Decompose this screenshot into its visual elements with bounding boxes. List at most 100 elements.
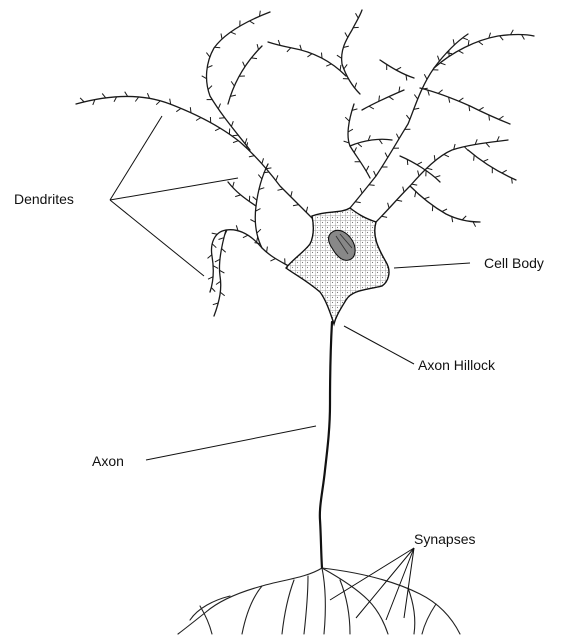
dendrite-spine <box>418 171 419 177</box>
dendrite-spine <box>355 202 361 203</box>
cell-body-label: Cell Body <box>484 255 544 271</box>
dendrite-spine <box>307 54 312 57</box>
dendrite-spine <box>389 97 394 100</box>
dendrite-branch <box>410 186 480 222</box>
dendrite-spine <box>424 74 427 79</box>
dendrite-spine <box>216 281 221 284</box>
dendrite-spine <box>258 175 262 179</box>
dendrite-spine <box>208 86 212 90</box>
dendrite-spine <box>463 38 468 40</box>
dendrite-spine <box>212 233 218 234</box>
dendrite-spine <box>522 35 525 40</box>
dendrite-spine <box>397 200 403 201</box>
dendrite-spine <box>369 106 374 109</box>
dendrite-spine <box>407 159 408 165</box>
dendrite-spine <box>388 203 390 208</box>
cell-body-leader <box>394 263 470 268</box>
dendrite-spine <box>478 42 483 45</box>
dendrite-spine <box>215 47 221 48</box>
dendrite-spine <box>211 288 215 292</box>
synapses-leader-3 <box>386 548 414 620</box>
dendrite-spine <box>417 162 422 165</box>
dendrite-spine <box>287 48 291 52</box>
dendrite-branch <box>342 10 362 94</box>
dendrite-spine <box>231 32 236 34</box>
dendrite-spine <box>483 159 488 161</box>
dendrite-spine <box>221 34 222 40</box>
dendrite-spine <box>424 197 429 199</box>
dendrites-leader-3 <box>110 200 204 276</box>
dendrite-spine <box>453 39 454 45</box>
dendrite-spine <box>438 56 440 61</box>
dendrite-spine <box>369 185 375 186</box>
dendrites-leader-2 <box>110 178 238 200</box>
dendrite-spine <box>374 171 376 176</box>
dendrite-spine <box>196 118 201 121</box>
dendrite-branch <box>255 164 292 268</box>
dendrite-branch <box>268 42 346 76</box>
axon-hillock-label: Axon Hillock <box>418 357 496 373</box>
dendrite-spine <box>434 155 435 161</box>
axon-line <box>320 322 332 568</box>
dendrite-spine <box>206 53 210 58</box>
dendrite-spine <box>135 97 138 102</box>
dendrite-spine <box>385 153 388 158</box>
dendrite-spine <box>358 143 362 147</box>
dendrite-spine <box>340 65 341 71</box>
dendrite-spine <box>406 115 409 120</box>
dendrite-spine <box>218 104 220 109</box>
dendrite-branch <box>228 182 256 206</box>
dendrite-spine <box>190 107 191 113</box>
dendrite-spine <box>212 244 216 248</box>
dendrite-spine <box>459 98 464 101</box>
dendrite-spine <box>512 178 513 184</box>
dendrite-spine <box>102 94 106 98</box>
dendrite-spine <box>438 90 442 94</box>
dendrite-branch <box>420 88 510 124</box>
dendrite-spine <box>415 192 416 198</box>
dendrite-spine <box>382 216 388 217</box>
dendrite-spine <box>222 249 226 253</box>
dendrite-spine <box>379 139 382 144</box>
dendrite-spine <box>156 101 160 105</box>
dendrite-spine <box>250 21 255 24</box>
dendrite-spine <box>215 128 220 131</box>
dendrite-spine <box>337 55 342 58</box>
dendrite-branch <box>376 140 508 222</box>
dendrite-spine <box>253 197 257 201</box>
dendrite-spine <box>291 191 292 197</box>
dendrite-spine <box>474 155 475 161</box>
dendrite-spine <box>293 205 299 206</box>
dendrite-spine <box>414 95 417 100</box>
dendrite-spine <box>355 83 357 88</box>
dendrite-spine <box>502 170 507 173</box>
dendrite-spine <box>243 235 248 238</box>
dendrite-spine <box>412 184 418 185</box>
dendrite-spine <box>356 13 359 18</box>
synapses-leader-1 <box>330 548 414 600</box>
dendrite-spine <box>243 62 245 67</box>
dendrite-spine <box>326 64 331 66</box>
dendrite-spine <box>231 121 233 126</box>
dendrite-spine <box>345 117 349 121</box>
dendrite-spine <box>257 229 261 233</box>
dendrite-spine <box>262 158 264 163</box>
dendrite-spine <box>257 44 258 50</box>
dendrite-spine <box>444 154 449 156</box>
dendrite-spine <box>435 176 440 178</box>
dendrite-branch <box>362 90 404 110</box>
dendrite-spine <box>235 195 240 197</box>
dendrite-spine <box>257 237 258 243</box>
synapses-label: Synapses <box>414 531 475 547</box>
dendrite-spine <box>499 116 504 119</box>
dendrite-spine <box>267 247 268 253</box>
axon-leader <box>146 426 316 460</box>
dendrite-spine <box>354 147 356 152</box>
dendrite-spine <box>344 64 347 69</box>
dendrite-spine <box>233 182 235 187</box>
dendrite-spine <box>220 292 224 296</box>
dendrite-spine <box>231 81 234 86</box>
cell-body-shape <box>286 208 389 324</box>
